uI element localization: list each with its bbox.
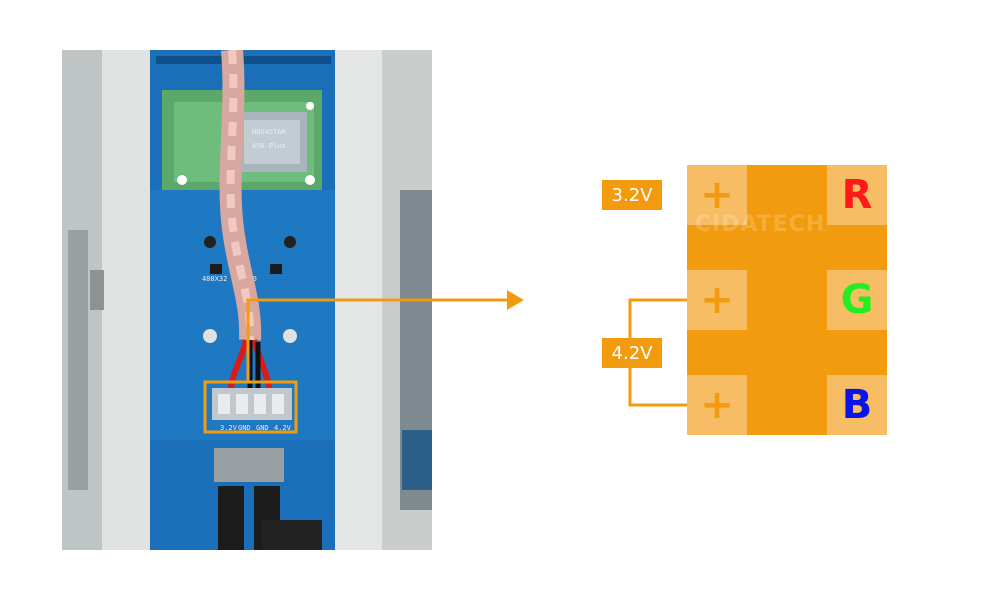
module-label: AS6 Plus	[252, 142, 286, 150]
plus-icon: +	[700, 277, 734, 323]
terminal-label-3: GND	[256, 424, 269, 432]
plus-pin-r: +	[687, 165, 747, 225]
plus-pin-g: +	[687, 270, 747, 330]
channel-b-label: B	[841, 382, 873, 428]
terminal-label-2: GND	[238, 424, 251, 432]
plus-icon: +	[700, 172, 734, 218]
rgb-pin-diagram: + R + G + B	[687, 165, 887, 435]
module-brand: NOVASTAR	[252, 128, 287, 136]
channel-g-label: G	[840, 277, 874, 323]
board-label: 480X32 M-V2.0	[202, 275, 257, 283]
channel-r: R	[827, 165, 887, 225]
voltage-label-bottom: 4.2V	[602, 338, 662, 368]
terminal-label-1: 3.2V	[220, 424, 238, 432]
channel-r-label: R	[841, 172, 873, 218]
plus-pin-b: +	[687, 375, 747, 435]
terminal-label-4: 4.2V	[274, 424, 292, 432]
watermark: CIDATECH	[694, 212, 826, 237]
panel-photo: AS6 Plus NOVASTAR 480X32 M-V2.0 3.2V GND…	[62, 50, 432, 550]
plus-icon: +	[700, 382, 734, 428]
arrow-head-icon	[507, 290, 524, 310]
channel-g: G	[827, 270, 887, 330]
channel-b: B	[827, 375, 887, 435]
voltage-label-top: 3.2V	[602, 180, 662, 210]
